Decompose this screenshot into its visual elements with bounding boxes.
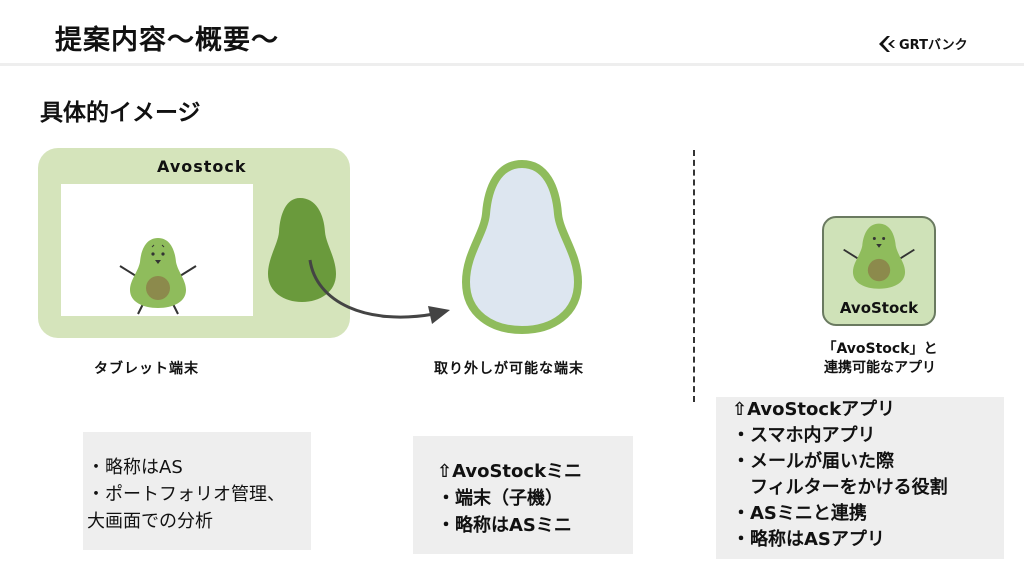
- detach-arrow-icon: [308, 259, 450, 324]
- app-note-line-1: ⇧AvoStockアプリ: [732, 399, 896, 420]
- app-caption-line-1: 「AvoStock」と: [822, 341, 938, 357]
- app-caption: 「AvoStock」と 連携可能なアプリ: [790, 340, 970, 378]
- company-logo: GRTバンク: [876, 34, 968, 53]
- app-icon-name: AvoStock: [839, 299, 919, 317]
- tablet-note-line-3: 大画面での分析: [87, 511, 213, 532]
- app-note-line-6: ・略称はASアプリ: [732, 529, 885, 550]
- header-divider: [0, 63, 1024, 66]
- app-note-line-5: ・ASミニと連携: [732, 503, 867, 524]
- avocado-mascot-icon: [119, 238, 197, 315]
- tablet-notes: ・略称はAS ・ポートフォリオ管理、 大画面での分析: [83, 432, 311, 550]
- grt-chevron-logo-icon: [879, 35, 895, 52]
- device-note-line-2: ・端末（子機）: [437, 488, 563, 509]
- device-note-line-3: ・略称はASミニ: [437, 515, 572, 536]
- app-notes: ⇧AvoStockアプリ ・スマホ内アプリ ・メールが届いた際 フィルターをかけ…: [716, 397, 1004, 559]
- page-title: 提案内容〜概要〜: [55, 25, 279, 56]
- app-note-line-3: ・メールが届いた際: [732, 451, 894, 472]
- mini-device-icon: [461, 159, 583, 335]
- device-note-line-1: ⇧AvoStockミニ: [437, 461, 583, 482]
- dashed-divider: [693, 150, 695, 402]
- tablet-caption: タブレット端末: [94, 361, 199, 377]
- mini-device-docked-icon: [268, 198, 336, 302]
- tablet-note-line-1: ・略称はAS: [87, 457, 183, 478]
- tablet-note-line-2: ・ポートフォリオ管理、: [87, 484, 285, 505]
- device-notes: ⇧AvoStockミニ ・端末（子機） ・略称はASミニ: [413, 436, 633, 554]
- app-note-line-2: ・スマホ内アプリ: [732, 425, 876, 446]
- company-name: GRTバンク: [899, 38, 968, 53]
- section-title: 具体的イメージ: [40, 100, 201, 126]
- device-caption: 取り外しが可能な端末: [434, 361, 584, 377]
- app-note-line-4: フィルターをかける役割: [732, 477, 948, 498]
- tablet-app-label: Avostock: [157, 157, 247, 176]
- app-caption-line-2: 連携可能なアプリ: [824, 360, 936, 376]
- app-avocado-icon: [843, 223, 915, 289]
